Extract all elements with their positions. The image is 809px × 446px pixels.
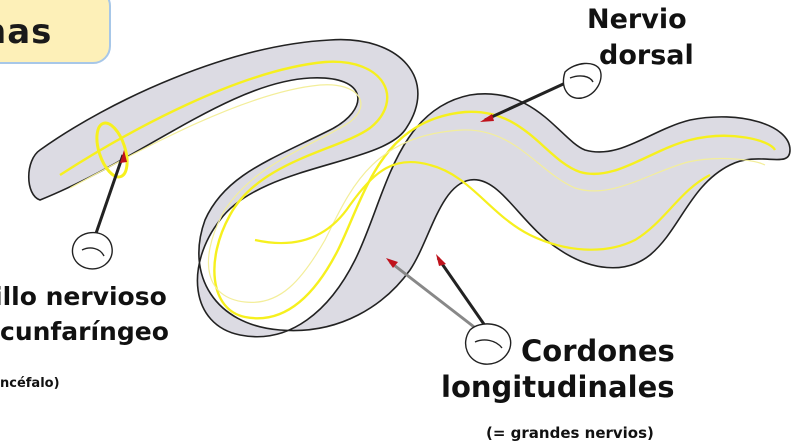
label-nervio-dorsal-line2: dorsal (599, 40, 694, 71)
label-anillo-line1: illo nervioso (0, 282, 167, 311)
pointing-hand-icon (72, 233, 112, 269)
label-nervio-dorsal-line1: Nervio (587, 4, 687, 35)
label-cordones-line2: longitudinales (441, 370, 675, 404)
pointing-hand-icon (466, 324, 511, 364)
label-cordones-line1: Cordones (521, 334, 675, 368)
label-anillo-line3: ncéfalo) (0, 376, 60, 391)
pointing-hand-icon (564, 63, 602, 98)
label-anillo-line2: cunfaríngeo (0, 317, 169, 346)
label-cordones-line3: (= grandes nervios) (486, 424, 654, 442)
